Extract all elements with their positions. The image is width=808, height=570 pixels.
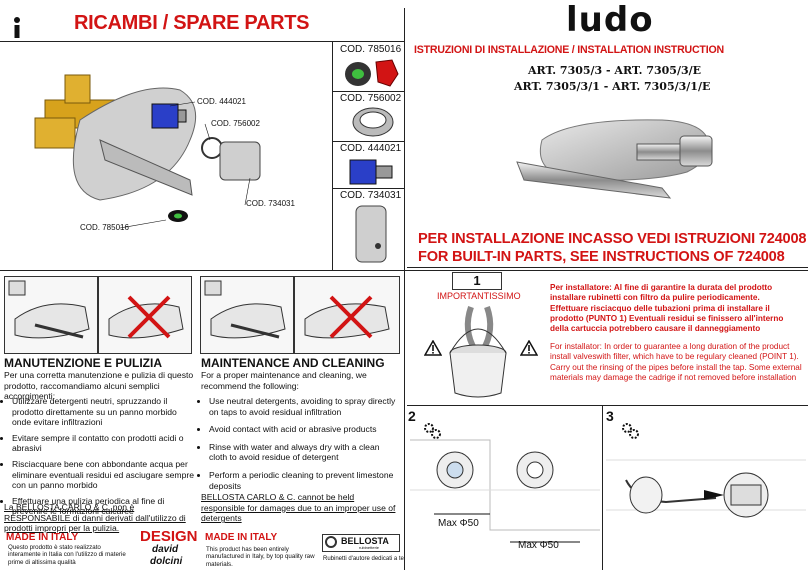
notice-line-2: FOR BUILT-IN PARTS, SEE INSTRUCTIONS OF … [418,249,785,265]
notice-rule [407,267,808,268]
instructions-title: ISTRUZIONI DI INSTALLAZIONE / INSTALLATI… [414,44,724,56]
gear-icon-2 [620,420,640,440]
label-734031: COD. 734031 [246,199,295,208]
middle-rule [0,270,808,271]
exploded-view-diagram [20,60,330,260]
designer-first-name: david [152,544,179,555]
installer-text-it: Per installatore: Al fine di garantire l… [550,283,784,334]
spare-parts-title: RICAMBI / SPARE PARTS [74,12,310,34]
maintenance-list-en: Use neutral detergents, avoiding to spra… [199,396,399,498]
step-3-diagram [606,440,806,565]
step-2-diagram [410,430,600,565]
parts-column-rule [332,41,333,270]
article-line-2: ART. 7305/3/1 - ART. 7305/3/1/E [514,80,711,93]
list-item: Use neutral detergents, avoiding to spra… [209,396,399,417]
list-item: Evitare sempre il contatto con prodotti … [12,433,196,454]
maintenance-heading-it: MANUTENZIONE E PULIZIA [4,356,162,370]
cleaning-forbidden-image-it [98,276,192,354]
warning-icon-left [424,340,442,356]
side-code-734031: COD. 734031 [340,190,402,201]
list-item: Utilizzare detergenti neutri, spruzzando… [12,396,196,428]
made-in-italy-it: MADE IN ITALY [6,532,79,543]
warning-icon-right [520,340,538,356]
gear-icon [422,420,442,440]
side-code-756002: COD. 756002 [340,93,402,104]
disclaimer-en: BELLOSTA CARLO & C. cannot be held respo… [201,492,396,524]
designer-last-name: dolcini [150,556,183,567]
side-code-444021: COD. 444021 [340,143,402,154]
important-label: IMPORTANTISSIMO [437,291,521,301]
maintenance-intro-it: Per una corretta manutenzione e pulizia … [4,370,194,402]
cleaning-ok-image-en [200,276,294,354]
max-dimension-1: Max Φ50 [438,518,479,529]
label-444021: COD. 444021 [197,97,246,106]
filter-part-image [342,56,402,90]
step-1-badge: 1 [452,272,502,290]
made-note-en: This product has been entirely manufactu… [206,546,315,568]
center-divider [404,8,405,570]
made-in-italy-en: MADE IN ITALY [205,532,278,543]
step-2-number: 2 [408,408,416,424]
cleaning-forbidden-image-en [294,276,400,354]
steps-rule [407,405,808,406]
list-item: Rinse with water and always dry with a c… [209,442,399,463]
handle-part-image [350,202,394,266]
bellosta-logo: BELLOSTA rubinetterie [322,534,400,552]
cleaning-ok-image-it [4,276,98,354]
design-label: DESIGN [140,528,198,545]
maintenance-list-it: Utilizzare detergenti neutri, spruzzando… [2,396,196,522]
bellosta-tagline: Rubinetti d'autore dedicati a te [323,556,404,562]
cartridge-part-image [346,154,402,190]
list-item: Perform a periodic cleaning to prevent l… [209,470,399,491]
info-icon [12,16,22,38]
bellosta-logo-icon [325,536,337,548]
made-note-it: Questo prodotto è stato realizzato inter… [8,544,126,566]
maintenance-intro-en: For a proper maintenance and cleaning, w… [201,370,367,391]
faucet-illustration [512,100,732,220]
label-785016: COD. 785016 [80,223,129,232]
bellosta-logo-text: BELLOSTA [341,536,389,546]
list-item: Avoid contact with acid or abrasive prod… [209,424,399,435]
ring-part-image [350,104,396,140]
article-line-1: ART. 7305/3 - ART. 7305/3/E [528,64,702,77]
installer-text-en: For installator: In order to guarantee a… [550,342,802,383]
brand-logo: ludo [566,0,654,40]
side-code-785016: COD. 785016 [340,44,402,55]
maintenance-heading-en: MAINTENANCE AND CLEANING [201,356,385,370]
notice-line-1: PER INSTALLAZIONE INCASSO VEDI ISTRUZION… [418,231,807,247]
steps-divider [602,405,603,570]
list-item: Risciacquare bene con abbondante acqua p… [12,459,196,491]
top-left-rule [0,41,404,42]
bellosta-logo-sub: rubinetterie [359,545,380,550]
list-item: Effettuare una pulizia periodica al fine… [12,496,196,517]
rinse-bucket-illustration [443,305,513,400]
max-dimension-2: Max Φ50 [518,540,559,551]
step-3-number: 3 [606,408,614,424]
disclaimer-it: La BELLOSTA CARLO & C. non è RESPONSABIL… [4,502,186,534]
label-756002: COD. 756002 [211,119,260,128]
